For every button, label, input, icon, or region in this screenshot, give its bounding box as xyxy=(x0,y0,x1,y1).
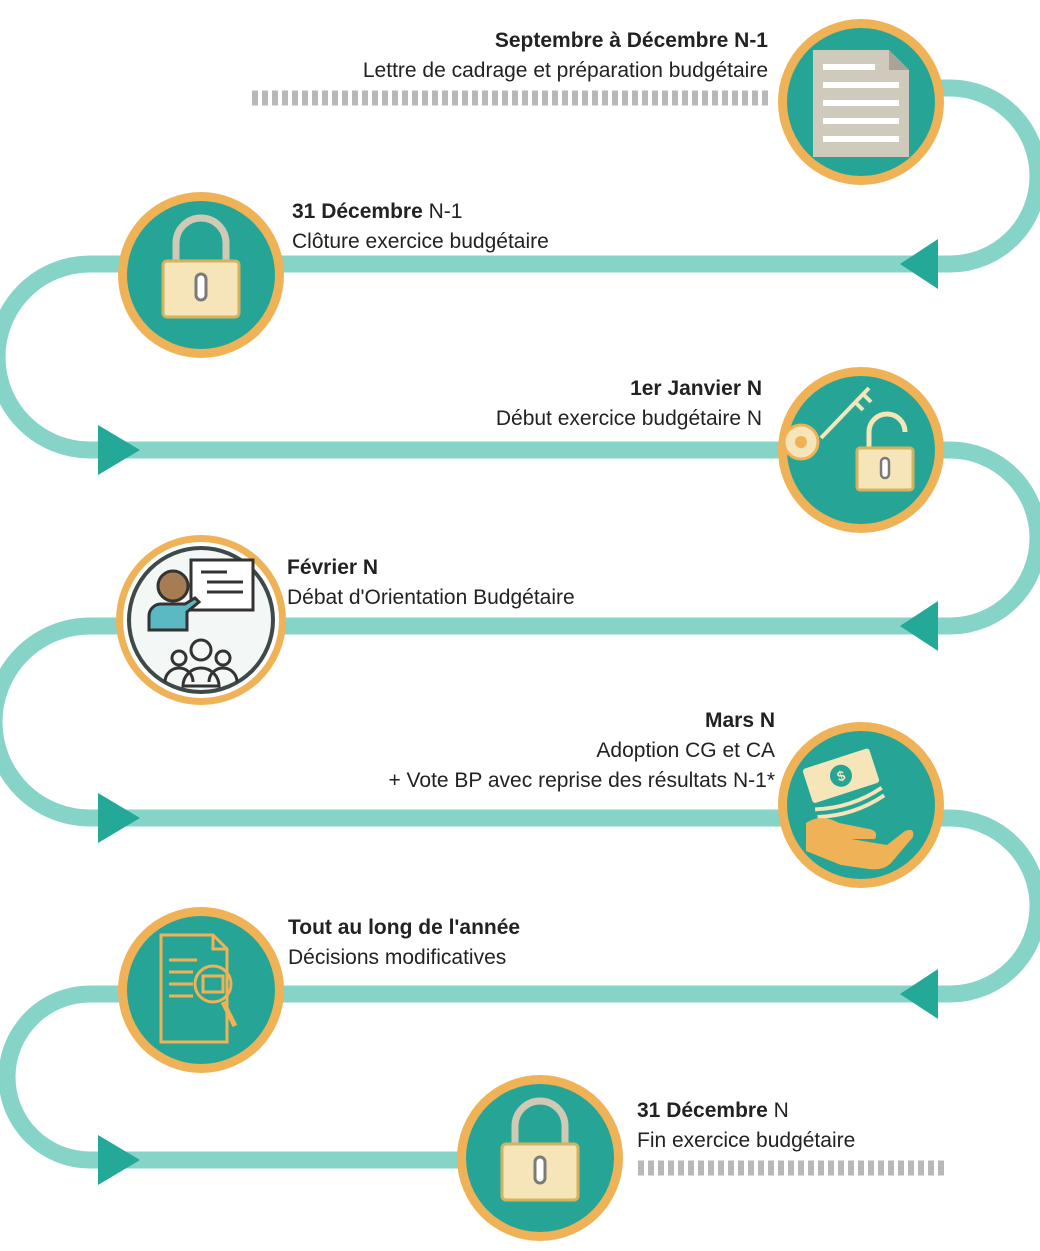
step-4-description: Débat d'Orientation Budgétaire xyxy=(287,586,575,609)
money-hand-icon: $ xyxy=(802,748,914,870)
step-7-description: Fin exercice budgétaire xyxy=(637,1129,856,1152)
step-6-description: Décisions modificatives xyxy=(288,946,507,969)
arrow-left-3 xyxy=(900,969,938,1019)
step-6-circle xyxy=(118,907,284,1073)
step-6-label: Tout au long de l'année Décisions modifi… xyxy=(288,913,520,973)
step-7-label: 31 Décembre N Fin exercice budgétaire xyxy=(637,1096,855,1156)
step-3-description: Début exercice budgétaire N xyxy=(495,407,762,430)
step-4-circle xyxy=(116,535,286,705)
step-5-description-2: + Vote BP avec reprise des résultats N-1… xyxy=(388,769,775,792)
step-1-label: Septembre à Décembre N-1 Lettre de cadra… xyxy=(363,26,768,86)
step-5-description-1: Adoption CG et CA xyxy=(596,739,775,762)
arrow-right-1 xyxy=(98,425,140,475)
timeline-path xyxy=(0,79,1040,1169)
padlock-closed-icon xyxy=(161,214,241,319)
step-2-label: 31 Décembre N-1 Clôture exercice budgéta… xyxy=(292,197,549,257)
arrow-left-1 xyxy=(900,239,938,289)
document-search-icon xyxy=(159,933,238,1044)
step-5-circle: $ xyxy=(778,722,944,888)
step-5-date: Mars N xyxy=(704,709,775,732)
step-7-circle xyxy=(457,1075,623,1241)
presentation-icon xyxy=(147,558,255,688)
step-4-label: Février N Débat d'Orientation Budgétaire xyxy=(287,553,575,613)
step-3-circle xyxy=(778,367,944,533)
document-icon xyxy=(813,50,909,157)
step-6-date: Tout au long de l'année xyxy=(288,916,521,939)
step-7-date: 31 Décembre xyxy=(637,1099,768,1122)
padlock-closed-icon xyxy=(500,1097,580,1202)
step-2-circle xyxy=(118,192,284,358)
arrow-left-2 xyxy=(900,601,938,651)
step-1-circle xyxy=(778,19,944,185)
arrow-right-2 xyxy=(98,793,140,843)
step-3-label: 1er Janvier N Début exercice budgétaire … xyxy=(496,374,762,434)
key-unlock-icon xyxy=(782,386,915,492)
step-2-description: Clôture exercice budgétaire xyxy=(292,230,549,253)
step-5-label: Mars N Adoption CG et CA + Vote BP avec … xyxy=(388,706,775,796)
step-4-date: Février N xyxy=(287,556,379,579)
step-3-date: 1er Janvier N xyxy=(630,377,762,400)
step-1-date: Septembre à Décembre N-1 xyxy=(494,29,768,52)
arrow-right-3 xyxy=(98,1135,140,1185)
step-2-date: 31 Décembre xyxy=(292,200,423,223)
step-1-description: Lettre de cadrage et préparation budgéta… xyxy=(362,59,768,82)
